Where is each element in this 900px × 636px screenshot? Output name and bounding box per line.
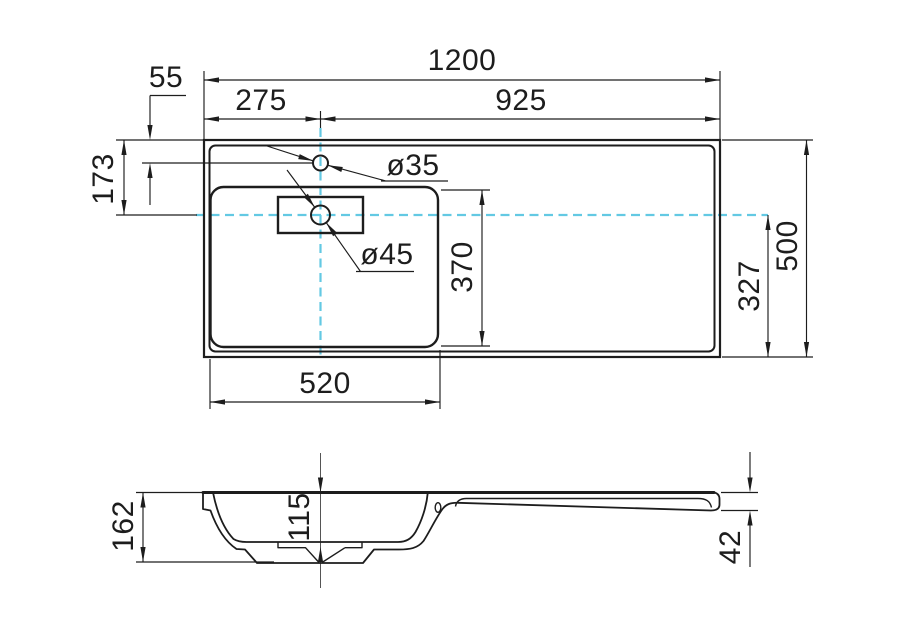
dim-lines-370 bbox=[441, 189, 490, 347]
dim-label-bowl-depth: 370 bbox=[446, 241, 479, 293]
dim-label-overall-width: 1200 bbox=[427, 44, 497, 77]
dim-label-total-height: 162 bbox=[107, 500, 140, 552]
arrowhead bbox=[210, 399, 225, 405]
arrowhead bbox=[140, 547, 146, 562]
basin-outer-edge bbox=[202, 138, 722, 359]
dim-label-edge-thickness: 42 bbox=[714, 529, 747, 565]
dim-label-drain-to-bottom: 327 bbox=[733, 260, 766, 312]
arrowhead bbox=[479, 331, 485, 346]
top-view bbox=[116, 71, 813, 409]
arrowhead bbox=[140, 492, 146, 508]
dim-lines-55 bbox=[116, 94, 313, 205]
dim-label-top-to-faucet: 55 bbox=[148, 61, 184, 94]
arrowhead bbox=[479, 190, 485, 205]
arrowhead bbox=[317, 477, 324, 493]
dim-label-left-to-faucet: 275 bbox=[235, 84, 287, 117]
section-bowl-inner-profile bbox=[212, 492, 429, 543]
arrowhead bbox=[121, 140, 127, 155]
arrowhead bbox=[317, 547, 324, 562]
arrowhead bbox=[121, 200, 127, 215]
arrowhead bbox=[765, 215, 771, 230]
dim-label-drain-diameter: ø45 bbox=[360, 238, 414, 271]
dim-label-bowl-width: 520 bbox=[299, 367, 351, 400]
arrowhead bbox=[303, 193, 315, 208]
dim-lines-1200 bbox=[203, 71, 721, 139]
arrowhead bbox=[320, 116, 336, 122]
arrowhead bbox=[803, 140, 810, 155]
arrowhead bbox=[747, 477, 753, 493]
section-outer-profile bbox=[202, 491, 721, 564]
dim-label-faucet-to-right: 925 bbox=[495, 84, 547, 117]
arrowhead bbox=[204, 116, 219, 122]
dim-label-inner-depth: 115 bbox=[283, 492, 316, 542]
arrowhead bbox=[147, 125, 153, 140]
arrowhead bbox=[425, 399, 440, 405]
drain-recess-outline bbox=[276, 195, 365, 235]
dim-lines-42 bbox=[721, 452, 758, 567]
dim-lines-173 bbox=[116, 140, 197, 216]
dim-label-faucet-diameter: ø35 bbox=[386, 149, 440, 182]
arrowhead bbox=[305, 116, 321, 122]
arrowhead bbox=[204, 77, 219, 83]
arrowhead bbox=[327, 165, 343, 172]
arrowhead bbox=[705, 116, 720, 122]
section-drain-recess bbox=[277, 542, 363, 564]
dim-lines-275-925 bbox=[204, 111, 720, 128]
section-view bbox=[136, 452, 758, 588]
arrowhead bbox=[326, 222, 338, 237]
dim-label-top-to-drain: 173 bbox=[87, 153, 120, 205]
overflow-channel bbox=[434, 502, 442, 514]
dim-label-overall-depth: 500 bbox=[771, 220, 804, 272]
dim-lines-520 bbox=[209, 350, 441, 409]
arrowhead bbox=[147, 163, 153, 178]
section-underside-panel bbox=[454, 497, 713, 508]
dim-lines-162 bbox=[136, 491, 274, 563]
drain-hole bbox=[310, 204, 331, 226]
arrowhead bbox=[747, 510, 753, 526]
bowl-outline bbox=[209, 185, 440, 349]
arrowhead bbox=[803, 342, 810, 357]
arrowhead bbox=[298, 154, 314, 161]
arrowhead bbox=[705, 77, 720, 83]
arrowhead bbox=[765, 342, 771, 357]
